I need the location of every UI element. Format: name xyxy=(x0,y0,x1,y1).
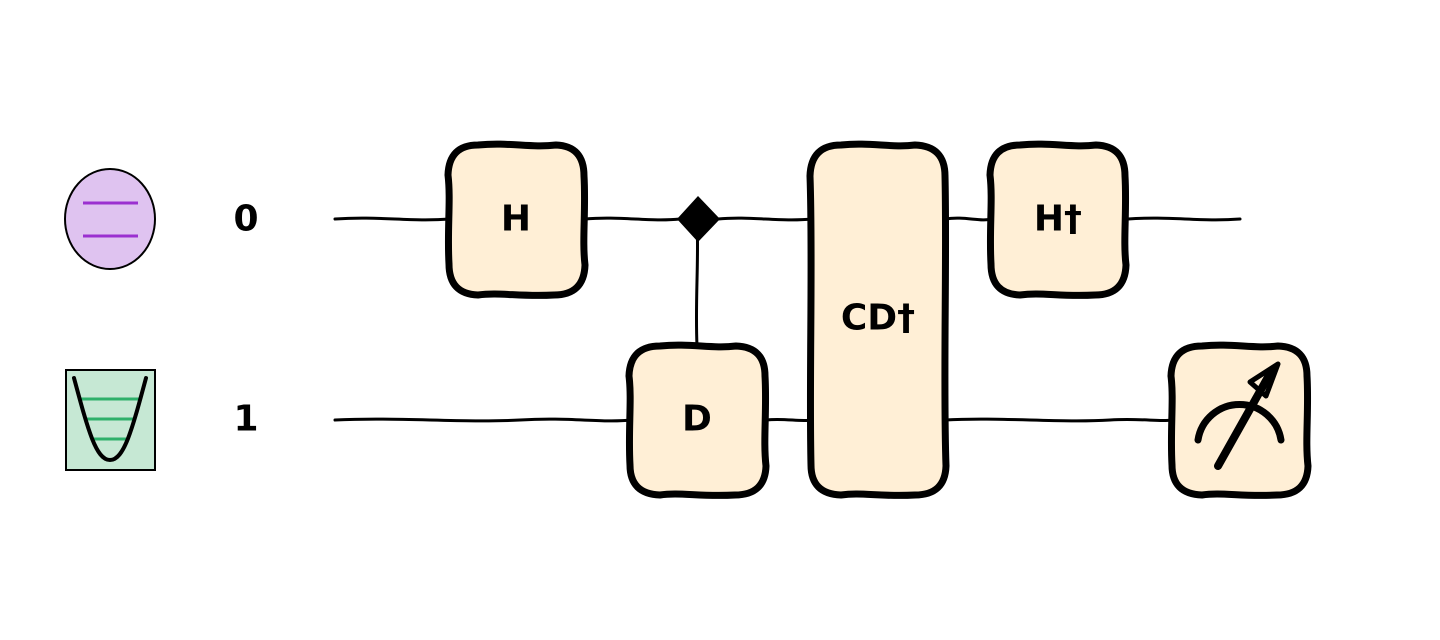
wire-0-line xyxy=(333,216,1242,222)
cd-dagger-gate-label: CD† xyxy=(841,298,915,339)
h-gate[interactable]: H xyxy=(444,140,589,299)
oscillator-potential-icon xyxy=(65,369,156,471)
wire-0-label: 0 xyxy=(233,199,258,240)
h-dagger-gate-label: H† xyxy=(1034,199,1082,240)
d-gate[interactable]: D xyxy=(625,341,770,499)
h-gate-label: H xyxy=(501,199,531,240)
cd-dagger-gate[interactable]: CD† xyxy=(806,140,950,499)
measurement-meter-icon xyxy=(1194,361,1285,470)
h-dagger-gate[interactable]: H† xyxy=(986,140,1130,299)
qubit-levels-icon xyxy=(64,168,156,270)
d-gate-label: D xyxy=(682,399,712,440)
measure-gate[interactable] xyxy=(1167,341,1312,499)
control-dot xyxy=(677,196,720,242)
wire-1-label: 1 xyxy=(233,399,258,440)
